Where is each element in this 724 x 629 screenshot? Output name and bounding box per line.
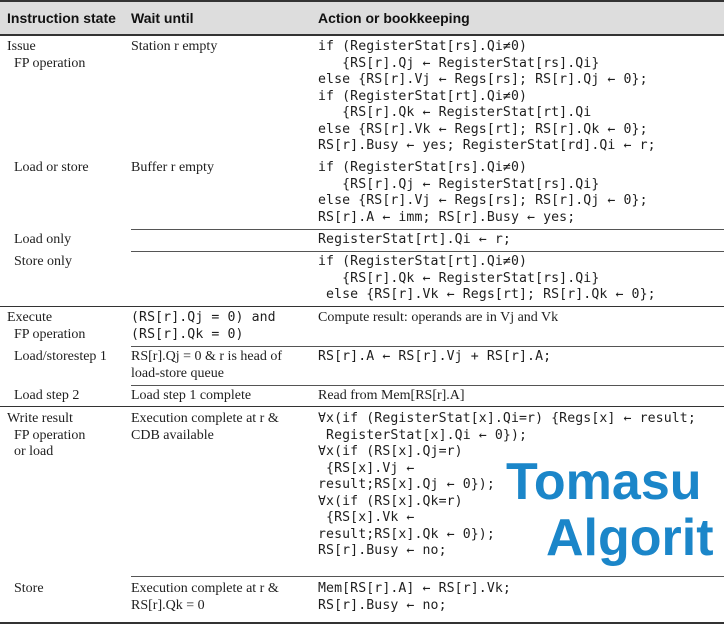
load-store-step1-wait: RS[r].Qj = 0 & r is head of load-store q…	[131, 349, 282, 381]
overlay-title-line2: Algorit	[546, 509, 714, 567]
load-or-store-state: Load or store	[7, 160, 89, 175]
section-rule-execute	[0, 306, 724, 307]
load-or-store-wait: Buffer r empty	[131, 160, 214, 175]
row-divider-load-store-step1	[131, 346, 724, 347]
header-rule	[0, 34, 724, 36]
row-divider-store	[131, 576, 724, 577]
execute-fp-wait: (RS[r].Qj = 0) and (RS[r].Qk = 0)	[131, 310, 276, 342]
write-result-action: ∀x(if (RegisterStat[x].Qi=r) {Regs[x] ← …	[318, 411, 696, 558]
store-only-action: if (RegisterStat[rt].Qi≠0) {RS[r].Qk ← R…	[318, 254, 656, 302]
load-only-action: RegisterStat[rt].Qi ← r;	[318, 232, 511, 247]
row-divider-store-only	[131, 251, 724, 252]
row-divider-load-only	[131, 229, 724, 230]
overlay-title-line1: Tomasu	[506, 453, 702, 511]
section-rule-write-result	[0, 406, 724, 407]
write-result-state: Write result FP operation or load	[7, 411, 86, 459]
column-header-instruction-state: Instruction state	[7, 10, 116, 26]
column-header-wait-until: Wait until	[131, 10, 194, 26]
column-header-action: Action or bookkeeping	[318, 10, 470, 26]
execute-fp-action: Compute result: operands are in Vj and V…	[318, 310, 559, 325]
load-step2-state: Load step 2	[7, 388, 80, 403]
store-state: Store	[7, 581, 44, 596]
row-divider-load-step2	[131, 385, 724, 386]
write-result-wait: Execution complete at r & CDB available	[131, 411, 279, 443]
store-only-state: Store only	[7, 254, 72, 269]
store-action: Mem[RS[r].A] ← RS[r].Vk; RS[r].Busy ← no…	[318, 581, 511, 613]
table-header-background	[0, 0, 724, 34]
load-store-step1-action: RS[r].A ← RS[r].Vj + RS[r].A;	[318, 349, 552, 364]
load-or-store-action: if (RegisterStat[rs].Qi≠0) {RS[r].Qj ← R…	[318, 160, 648, 225]
bottom-rule	[0, 622, 724, 624]
store-wait: Execution complete at r & RS[r].Qk = 0	[131, 581, 279, 613]
load-step2-action: Read from Mem[RS[r].A]	[318, 388, 465, 403]
execute-fp-state: Execute FP operation	[7, 310, 86, 342]
issue-action: if (RegisterStat[rs].Qi≠0) {RS[r].Qj ← R…	[318, 39, 656, 153]
issue-wait: Station r empty	[131, 39, 218, 54]
issue-state: Issue FP operation	[7, 39, 86, 71]
top-rule	[0, 0, 724, 2]
load-only-state: Load only	[7, 232, 72, 247]
load-step2-wait: Load step 1 complete	[131, 388, 252, 403]
load-store-step1-state: Load/storestep 1	[7, 349, 107, 364]
